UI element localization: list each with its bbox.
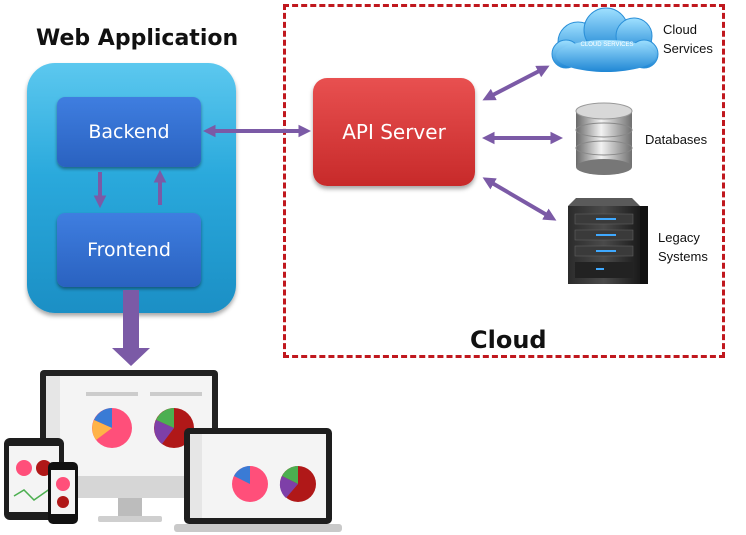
frontend-box[interactable]: Frontend	[57, 213, 201, 287]
cloud-title: Cloud	[470, 326, 547, 354]
backend-box[interactable]: Backend	[57, 97, 201, 167]
cloud-services-label-line2: Services	[663, 41, 713, 56]
cloud-region	[283, 4, 725, 358]
arrow-api-legacy	[482, 177, 557, 221]
legacy-systems-label: Legacy Systems	[658, 228, 708, 266]
cloud-services-label: Cloud Services	[663, 20, 713, 58]
legacy-systems-label-line1: Legacy	[658, 230, 700, 245]
legacy-systems-label-line2: Systems	[658, 249, 708, 264]
cloud-services-badge: CLOUD SERVICES	[580, 42, 634, 48]
arrow-frontend-devices	[112, 290, 150, 366]
arrow-api-cloud	[482, 65, 550, 101]
api-server-box[interactable]: API Server	[313, 78, 475, 186]
laptop	[174, 428, 342, 532]
databases-label: Databases	[645, 132, 708, 147]
web-app-title: Web Application	[36, 26, 239, 51]
cloud-services-label-line1: Cloud	[663, 22, 697, 37]
phone	[48, 462, 78, 524]
